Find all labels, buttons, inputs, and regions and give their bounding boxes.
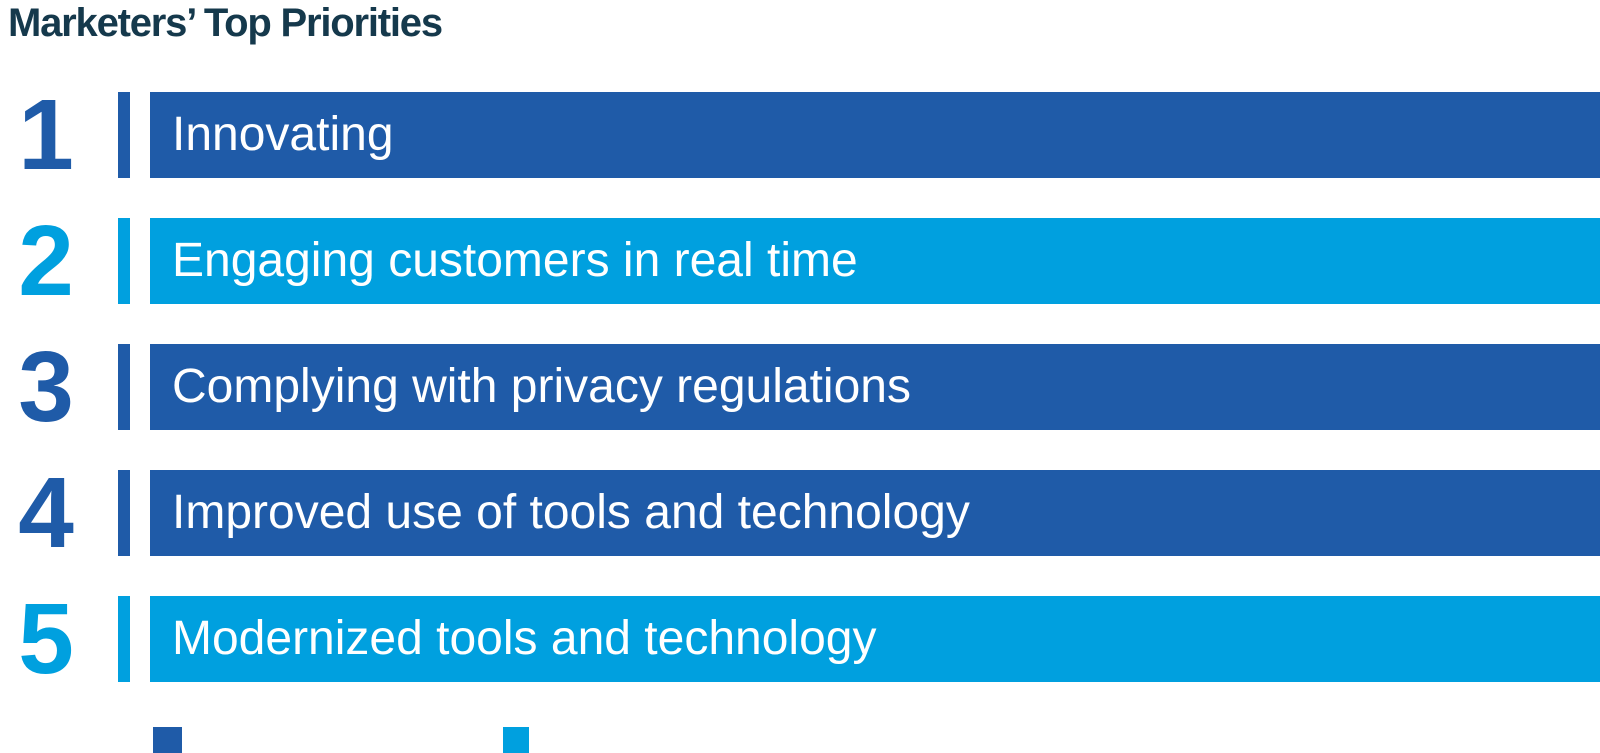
priority-label: Complying with privacy regulations bbox=[172, 360, 911, 413]
rank-number: 4 bbox=[18, 457, 74, 569]
rank-number: 2 bbox=[18, 205, 74, 317]
priority-row: 3 Complying with privacy regulations bbox=[0, 331, 1600, 443]
priority-bar: Innovating bbox=[150, 92, 1600, 178]
tick-mark bbox=[118, 596, 130, 682]
priority-bar: Engaging customers in real time bbox=[150, 218, 1600, 304]
clipped-next-chart-square-light bbox=[503, 727, 529, 753]
priority-label: Engaging customers in real time bbox=[172, 234, 858, 287]
tick-mark bbox=[118, 344, 130, 430]
priority-label: Innovating bbox=[172, 108, 394, 161]
priority-row: 4 Improved use of tools and technology bbox=[0, 457, 1600, 569]
rank-number: 1 bbox=[18, 79, 74, 191]
priority-bar: Modernized tools and technology bbox=[150, 596, 1600, 682]
priority-label: Modernized tools and technology bbox=[172, 612, 877, 665]
priority-bar: Complying with privacy regulations bbox=[150, 344, 1600, 430]
priority-label: Improved use of tools and technology bbox=[172, 486, 970, 539]
tick-mark bbox=[118, 470, 130, 556]
tick-mark bbox=[118, 92, 130, 178]
rank-number: 5 bbox=[18, 583, 74, 695]
priority-row: 1 Innovating bbox=[0, 79, 1600, 191]
tick-mark bbox=[118, 218, 130, 304]
rank-number: 3 bbox=[18, 331, 74, 443]
figure-title: Marketers’ Top Priorities bbox=[8, 1, 443, 45]
clipped-next-chart-square-dark bbox=[153, 727, 182, 753]
priority-row: 5 Modernized tools and technology bbox=[0, 583, 1600, 695]
priority-bar: Improved use of tools and technology bbox=[150, 470, 1600, 556]
priority-row: 2 Engaging customers in real time bbox=[0, 205, 1600, 317]
